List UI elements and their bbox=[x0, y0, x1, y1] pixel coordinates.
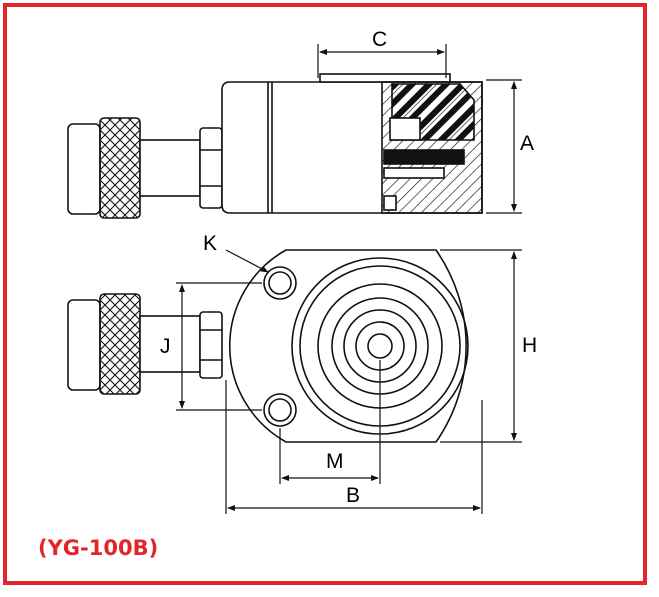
plan-view bbox=[67, 249, 469, 443]
mounting-hole-top bbox=[263, 266, 297, 300]
dimension-a bbox=[486, 79, 522, 214]
label-c: C bbox=[372, 28, 388, 51]
hex-top bbox=[199, 127, 223, 209]
side-view bbox=[67, 73, 483, 219]
red-border bbox=[3, 3, 647, 585]
tube-top bbox=[139, 139, 201, 197]
dimension-c bbox=[317, 44, 447, 78]
label-h: H bbox=[522, 334, 538, 357]
piston-center bbox=[367, 333, 393, 359]
dimension-h bbox=[440, 249, 522, 443]
label-b: B bbox=[346, 484, 361, 507]
dimension-j bbox=[176, 282, 262, 411]
mounting-hole-bottom bbox=[263, 393, 297, 427]
coupler-knurl-top bbox=[99, 117, 141, 219]
coupler-body-top bbox=[67, 123, 101, 215]
dimension-m bbox=[279, 360, 381, 484]
dimension-b bbox=[225, 380, 483, 514]
label-a: A bbox=[520, 132, 535, 155]
hex-bottom bbox=[199, 311, 223, 379]
model-label: (YG-100B) bbox=[38, 536, 159, 560]
leader-k bbox=[225, 249, 269, 273]
label-k: K bbox=[203, 232, 218, 255]
label-j: J bbox=[160, 335, 171, 358]
coupler-body-bottom bbox=[67, 299, 101, 391]
coupler-knurl-bottom bbox=[99, 293, 141, 395]
label-m: M bbox=[326, 450, 344, 473]
